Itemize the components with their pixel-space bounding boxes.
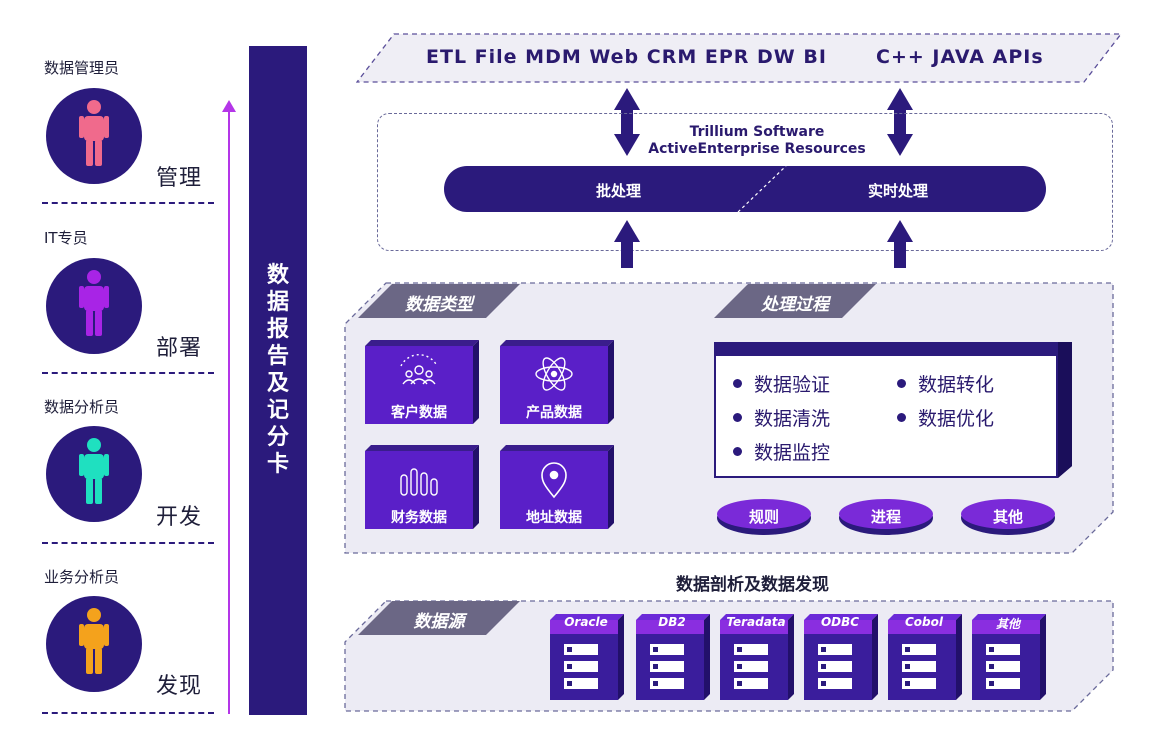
data-source-db: Teradata [720, 614, 794, 700]
role-title: 业务分析员 [44, 568, 120, 586]
scorecard-label: 数据报告及记分卡 [266, 263, 289, 477]
role-avatar [46, 258, 142, 354]
arrow-down-icon [614, 134, 640, 156]
trillium-box [377, 113, 1113, 251]
integration-list: ETL File MDM Web CRM EPR DW BI [426, 46, 827, 68]
process-chip-label: 进程 [870, 508, 901, 526]
arrow-stem [894, 108, 906, 136]
data-type-label: 产品数据 [526, 405, 582, 421]
process-item: 数据验证 [754, 374, 831, 396]
processing-mode-bar: 批处理 实时处理 [444, 166, 1046, 212]
process-tag: 处理过程 [714, 284, 876, 318]
location-pin-icon [541, 462, 567, 499]
trillium-line1: Trillium Software [689, 124, 825, 140]
scorecard-bar: 数据报告及记分卡 [249, 46, 307, 715]
bullet [733, 413, 742, 422]
bullet [733, 447, 742, 456]
data-source-db: Cobol [888, 614, 962, 700]
data-type-card: 客户数据 [365, 340, 479, 424]
data-source-db: 其他 [972, 614, 1046, 700]
other-chip: 其他 [960, 498, 1056, 535]
data-source-label: DB2 [658, 615, 686, 629]
pill-divider [737, 166, 787, 212]
data-source-label: 其他 [995, 617, 1020, 631]
arrow-stem [894, 240, 906, 268]
process-item: 数据优化 [918, 408, 995, 430]
trillium-line2: ActiveEnterprise Resources [648, 141, 866, 157]
role-action: 开发 [156, 505, 203, 530]
role-avatar [46, 596, 142, 692]
divider [42, 542, 214, 544]
process-item: 数据清洗 [754, 408, 831, 430]
atom-icon [535, 357, 573, 391]
api-list: C++ JAVA APIs [876, 46, 1044, 68]
divider [42, 712, 214, 714]
data-type-label: 客户数据 [391, 405, 447, 421]
data-type-card: 财务数据 [365, 445, 479, 529]
bullet [897, 413, 906, 422]
person-icon [79, 608, 109, 674]
arrow-down-icon [887, 134, 913, 156]
process-item: 数据转化 [918, 374, 995, 396]
rules-chip: 规则 [716, 498, 812, 535]
role-avatar [46, 88, 142, 184]
process-tag-label: 处理过程 [761, 295, 829, 315]
person-icon [79, 438, 109, 504]
arrow-up-icon [614, 88, 640, 110]
role-action: 管理 [156, 166, 203, 191]
profiling-caption: 数据剖析及数据发现 [676, 575, 829, 595]
role-title: IT专员 [44, 229, 88, 247]
divider [42, 372, 214, 374]
trillium-title: Trillium Software ActiveEnterprise Resou… [640, 124, 874, 158]
role-title: 数据分析员 [44, 398, 120, 416]
realtime-processing-label: 实时处理 [868, 182, 929, 200]
database-icon [972, 614, 1046, 700]
other-chip-label: 其他 [992, 508, 1023, 526]
bullet [733, 379, 742, 388]
database-icon [888, 614, 962, 700]
batch-processing-label: 批处理 [596, 182, 642, 200]
data-types-tag-label: 数据类型 [405, 295, 473, 315]
database-icon [804, 614, 878, 700]
role-title: 数据管理员 [44, 59, 120, 77]
data-type-label: 地址数据 [526, 510, 582, 526]
integration-band [356, 33, 1122, 83]
rules-chip-label: 规则 [748, 508, 779, 526]
data-source-label: ODBC [820, 615, 860, 629]
sources-tag-label: 数据源 [413, 612, 465, 632]
data-types-tag: 数据类型 [358, 284, 520, 318]
data-source-label: Cobol [905, 615, 943, 629]
arrow-up-icon [614, 220, 640, 242]
arrow-stem [621, 240, 633, 268]
bar-chart-icon [400, 468, 438, 496]
database-icon [550, 614, 624, 700]
progress-line [228, 106, 230, 714]
role-avatar [46, 426, 142, 522]
data-source-db: ODBC [804, 614, 878, 700]
data-source-db: DB2 [636, 614, 710, 700]
data-source-label: Teradata [726, 615, 786, 629]
database-icon [720, 614, 794, 700]
data-source-db: Oracle [550, 614, 624, 700]
data-type-label: 财务数据 [391, 510, 447, 526]
process-chip: 进程 [838, 498, 934, 535]
arrow-up-icon [887, 220, 913, 242]
sources-tag: 数据源 [358, 601, 520, 635]
data-type-card: 产品数据 [500, 340, 614, 424]
arrow-up-icon [887, 88, 913, 110]
database-icon [636, 614, 710, 700]
person-icon [79, 100, 109, 166]
data-source-label: Oracle [564, 615, 608, 629]
arrow-stem [621, 108, 633, 136]
role-action: 发现 [156, 674, 203, 699]
role-action: 部署 [156, 336, 203, 361]
process-item: 数据监控 [754, 442, 831, 464]
bullet [897, 379, 906, 388]
data-type-card: 地址数据 [500, 445, 614, 529]
person-icon [79, 270, 109, 336]
process-list-box: 数据验证 数据转化 数据清洗 数据优化 数据监控 [714, 342, 1072, 478]
people-icon [400, 354, 438, 385]
divider [42, 202, 214, 204]
arrow-up-icon [222, 100, 236, 112]
